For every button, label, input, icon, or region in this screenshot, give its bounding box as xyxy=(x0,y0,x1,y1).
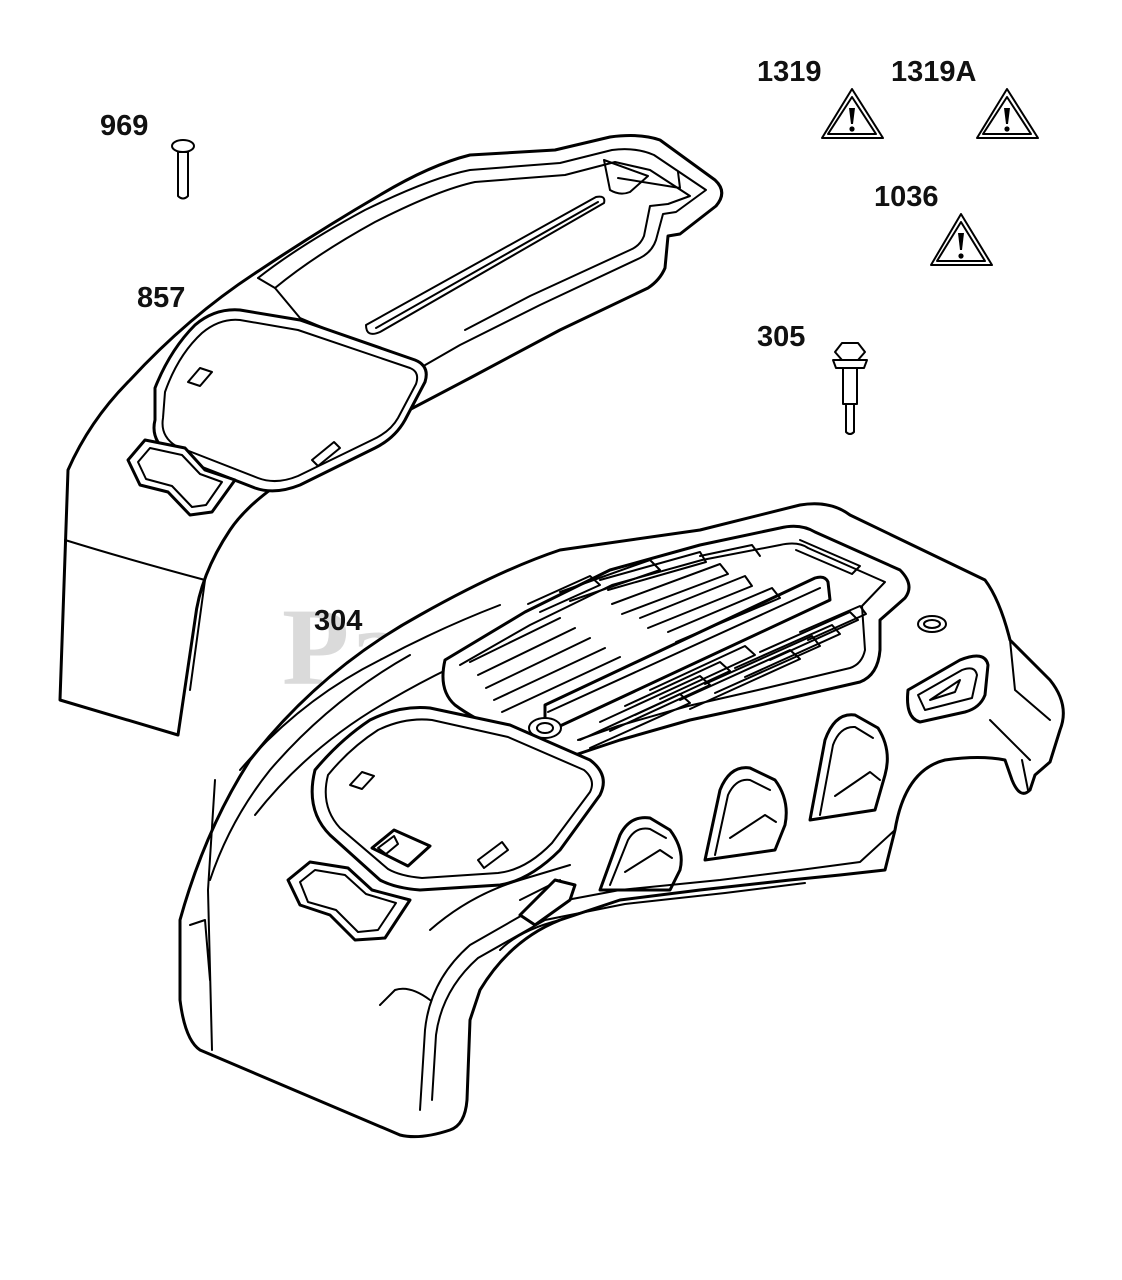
warning-triangle-icon xyxy=(821,88,884,139)
part-969-pin[interactable] xyxy=(171,139,195,200)
vent-slats-left xyxy=(469,539,861,713)
vent-slats-right xyxy=(579,605,867,749)
callout-304: 304 xyxy=(314,605,362,637)
callout-1319a: 1319A xyxy=(891,56,977,88)
part-1319-warning-label[interactable] xyxy=(821,88,884,139)
part-305-bolt[interactable] xyxy=(832,342,868,435)
part-1036-warning-label[interactable] xyxy=(930,213,993,266)
part-304-blower-housing[interactable] xyxy=(178,502,1065,1139)
warning-triangle-icon xyxy=(976,88,1039,139)
warning-triangle-icon xyxy=(930,213,993,266)
part-1319a-warning-label[interactable] xyxy=(976,88,1039,139)
callout-969: 969 xyxy=(100,110,148,142)
part-857-shroud-cover[interactable] xyxy=(58,134,724,737)
callout-857: 857 xyxy=(137,282,185,314)
callout-1319: 1319 xyxy=(757,56,822,88)
callout-305: 305 xyxy=(757,321,805,353)
callout-1036: 1036 xyxy=(874,181,939,213)
